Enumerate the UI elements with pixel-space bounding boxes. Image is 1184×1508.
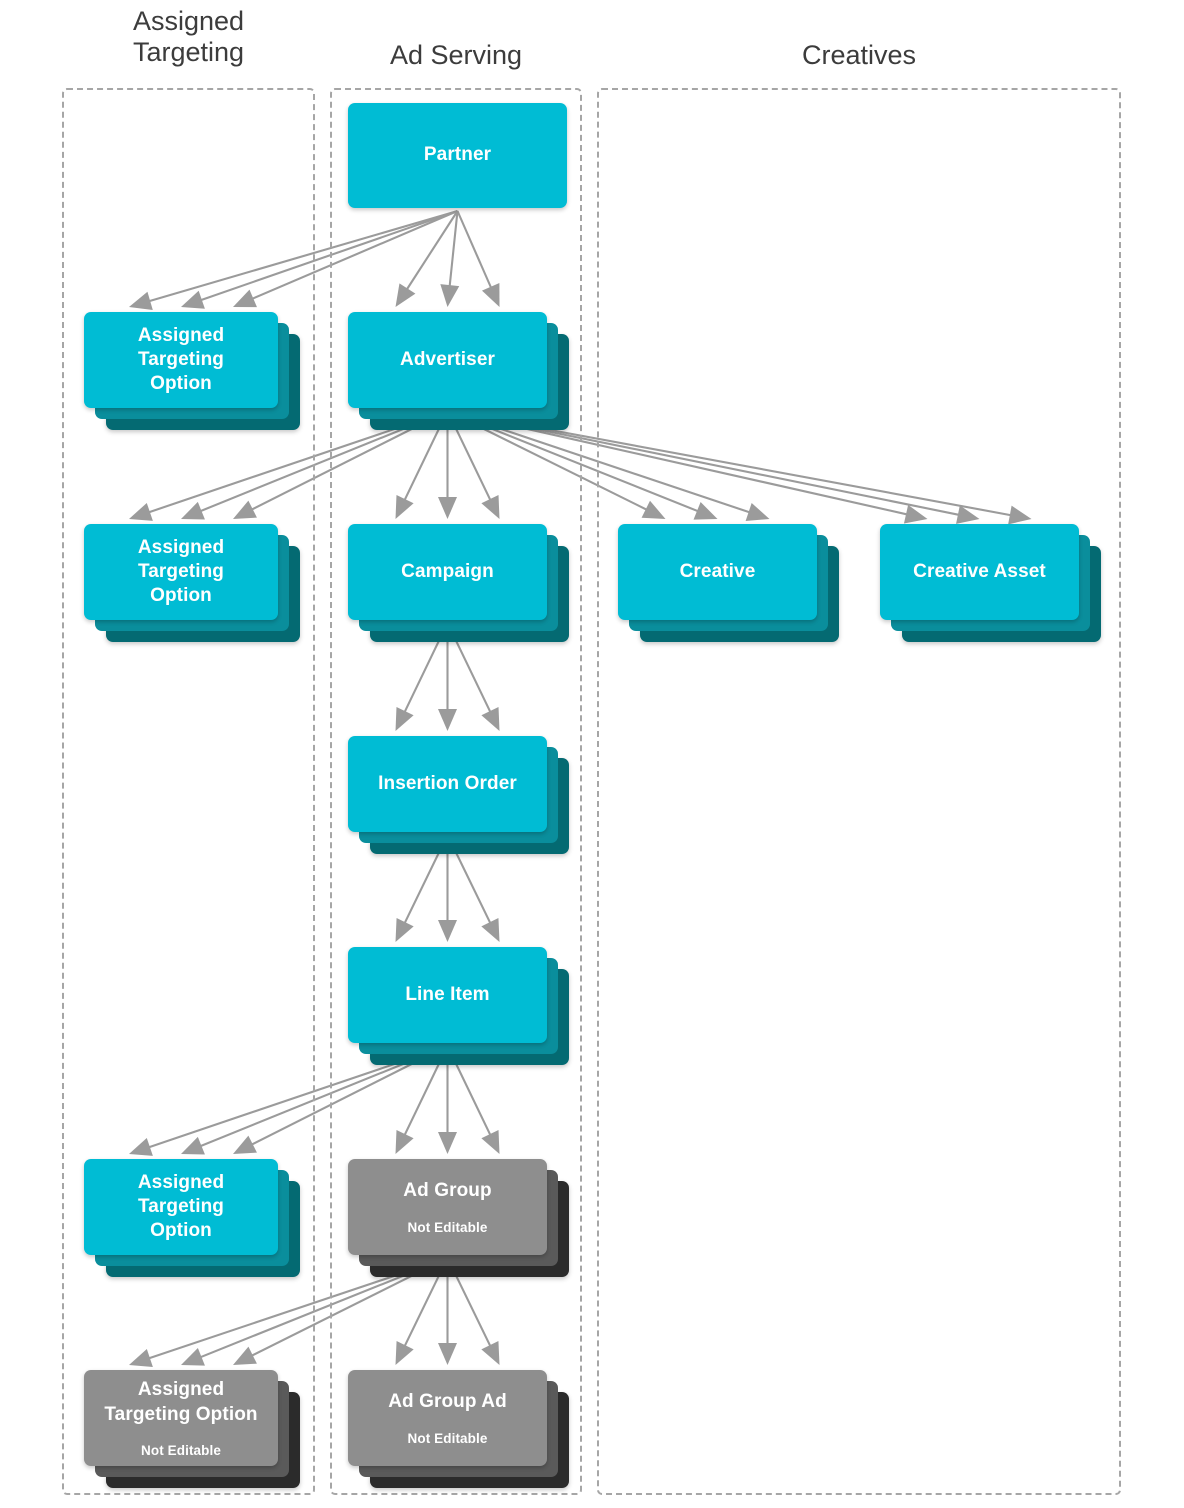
node-card-advertiser: Advertiser	[348, 312, 547, 408]
node-label-ato-ad-group: Assigned Targeting Option	[104, 1379, 258, 1425]
node-label-creative: Creative	[679, 560, 756, 582]
node-card-line-item: Line Item	[348, 947, 547, 1043]
node-label-ad-group: Ad Group	[403, 1180, 492, 1202]
swimlane-title-creatives: Creatives	[801, 40, 917, 70]
node-label-campaign: Campaign	[401, 560, 494, 582]
node-label-advertiser: Advertiser	[400, 348, 495, 370]
node-card-ato-advertiser: Assigned Targeting Option	[84, 524, 278, 620]
node-subtitle-ad-group-ad: Not Editable	[407, 1430, 488, 1446]
node-label-ato-partner: Assigned Targeting Option	[137, 324, 225, 395]
node-label-insertion-order: Insertion Order	[378, 772, 517, 794]
node-label-ato-line-item: Assigned Targeting Option	[137, 1171, 225, 1242]
node-card-ato-line-item: Assigned Targeting Option	[84, 1159, 278, 1255]
node-card-ad-group-ad: Ad Group Ad Not Editable	[348, 1370, 547, 1466]
node-label-partner: Partner	[423, 144, 492, 166]
swimlane-title-ad-serving: Ad Serving	[389, 40, 523, 70]
node-card-ato-partner: Assigned Targeting Option	[84, 312, 278, 408]
node-label-ato-advertiser: Assigned Targeting Option	[137, 536, 225, 607]
node-label-line-item: Line Item	[405, 983, 490, 1005]
node-label-ad-group-ad: Ad Group Ad	[388, 1391, 507, 1413]
node-card-campaign: Campaign	[348, 524, 547, 620]
node-subtitle-ato-ad-group: Not Editable	[141, 1442, 221, 1458]
node-card-creative-asset: Creative Asset	[880, 524, 1079, 620]
node-label-creative-asset: Creative Asset	[913, 560, 1046, 582]
swimlane-title-assigned-targeting: Assigned Targeting	[132, 6, 245, 68]
node-subtitle-ad-group: Not Editable	[407, 1219, 488, 1235]
swimlane-ad-serving	[330, 88, 582, 1495]
node-card-insertion-order: Insertion Order	[348, 736, 547, 832]
swimlane-creatives	[597, 88, 1121, 1495]
node-card-creative: Creative	[618, 524, 817, 620]
node-card-partner: Partner	[348, 103, 567, 208]
swimlane-assigned-targeting	[62, 88, 315, 1495]
